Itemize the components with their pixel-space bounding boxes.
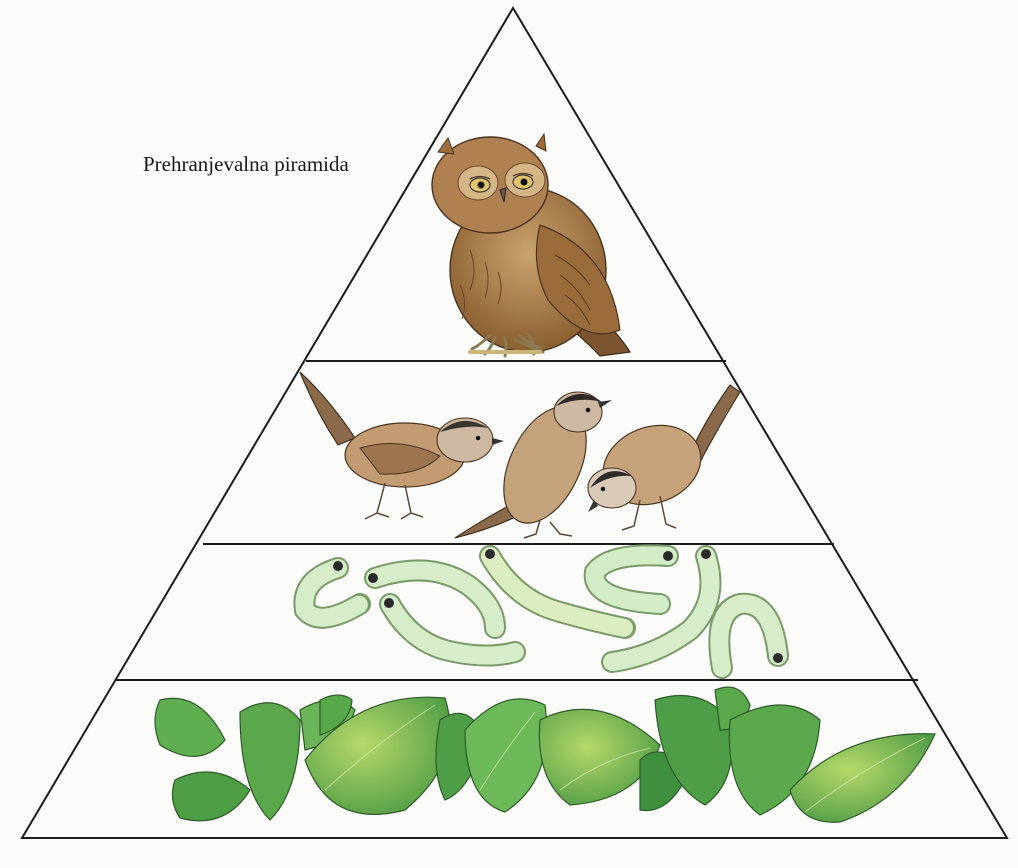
- owl-illustration: [432, 134, 630, 356]
- caterpillar-5: [595, 551, 673, 604]
- songbird-left: [300, 372, 504, 519]
- leaf-8: [465, 699, 547, 812]
- tier-leaves: [155, 687, 935, 822]
- caterpillar-1: [304, 561, 360, 618]
- leaf-2: [172, 772, 250, 821]
- tier-songbirds: [300, 372, 740, 538]
- leaf-1: [155, 698, 225, 756]
- leaf-3: [240, 703, 300, 820]
- songbird-center: [455, 392, 612, 538]
- songbird-right: [588, 385, 740, 530]
- diagram-title: Prehranjevalna piramida: [143, 152, 349, 177]
- tier-owl: [432, 134, 630, 356]
- tier-caterpillars: [304, 549, 783, 668]
- caterpillar-7: [719, 604, 783, 668]
